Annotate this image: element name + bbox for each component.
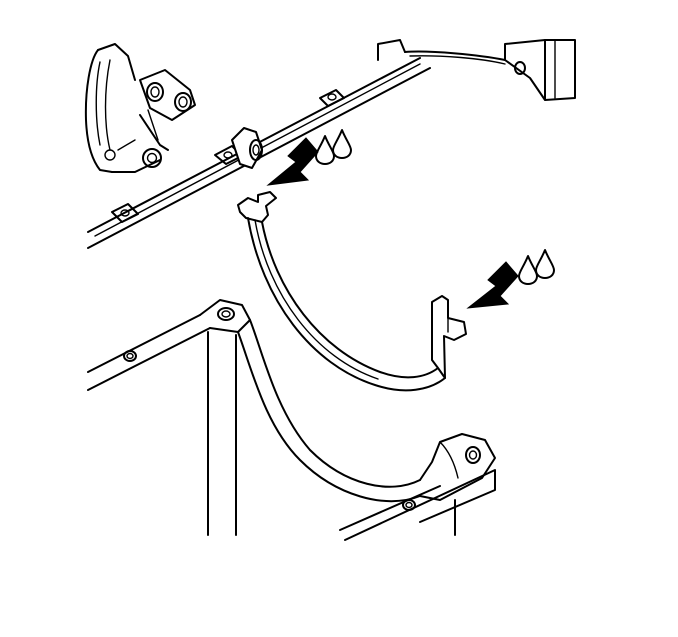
block-rail <box>87 57 431 249</box>
seal-gasket <box>237 191 467 392</box>
upper-arrow-icon <box>266 137 319 186</box>
engine-block <box>84 43 196 173</box>
lower-arrow-icon <box>466 261 519 309</box>
oil-pan <box>87 299 496 541</box>
drop-icon <box>518 255 538 285</box>
upper-drops <box>315 129 352 165</box>
drop-icon <box>332 129 352 159</box>
lower-drops <box>518 249 555 285</box>
drop-icon <box>315 135 335 165</box>
block-corner <box>377 39 576 101</box>
drop-icon <box>535 249 555 279</box>
